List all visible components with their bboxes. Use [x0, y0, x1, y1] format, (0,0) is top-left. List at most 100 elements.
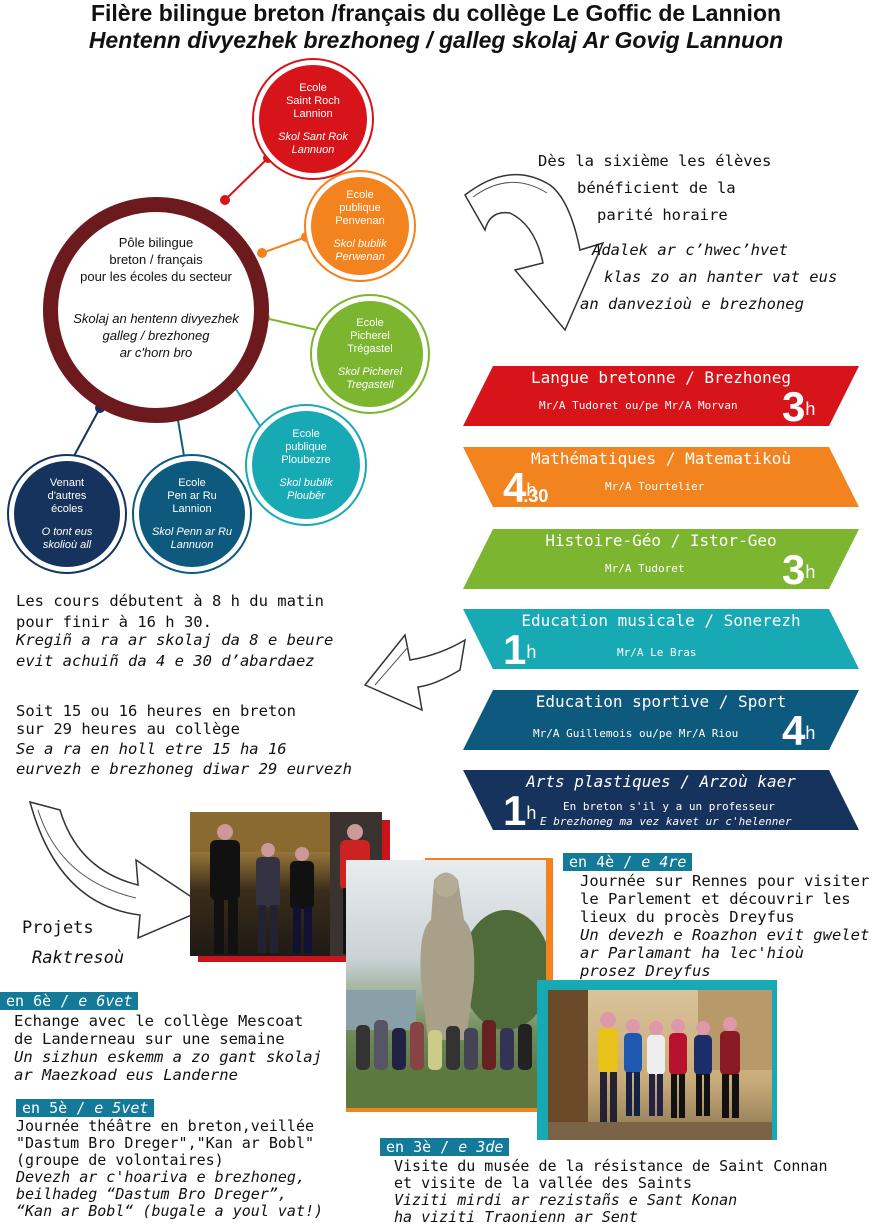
subject-teacher: En breton s'il y a un professeur: [563, 800, 775, 813]
parity-fr: Dès la sixième les élèves: [538, 152, 772, 170]
subject-title: Langue bretonne / Brezhoneg: [530, 368, 792, 387]
subject-hours: 1: [503, 626, 527, 673]
school-name-br: Lannuon: [291, 143, 335, 156]
level-line: le Parlement et découvrir les: [580, 890, 851, 908]
level-label-br: e 6vet: [78, 992, 133, 1010]
school-name: Pen ar Ru: [167, 489, 217, 502]
school-name: Ecole: [178, 476, 206, 489]
level-label-br: e 3de: [458, 1138, 504, 1156]
level-5e-text: Journée théâtre en breton,veillée "Dastu…: [16, 1118, 376, 1220]
pole-line: Pôle bilingue: [118, 235, 194, 250]
subject-title: Arts plastiques / Arzoù kaer: [526, 772, 796, 791]
school-name-br: Skol Penn ar Ru: [151, 525, 233, 538]
school-saint-roch: Ecole Saint Roch Lannion Skol Sant Rok L…: [252, 58, 374, 180]
school-name-br: Tregastell: [346, 378, 394, 391]
school-name-br: Perwenan: [335, 250, 385, 263]
level-label: en 6è / e 6vet: [0, 992, 139, 1010]
subject-teacher: Mr/A Tudoret: [605, 562, 685, 575]
projects-title: Projets: [22, 918, 94, 938]
level-4e-label: en 4è / e 4re: [563, 853, 693, 872]
level-line-br: Devezh ar c'hoariva e brezhoneg,: [16, 1168, 305, 1186]
subject-band-breton: Langue bretonne / Brezhoneg Mr/A Tudoret…: [463, 366, 859, 428]
subject-teacher: Mr/A Guillemois ou/pe Mr/A Riou: [533, 727, 739, 740]
subject-teacher: Mr/A Tudoret ou/pe Mr/A Morvan: [539, 399, 738, 412]
school-name: Saint Roch: [286, 94, 340, 107]
level-line: "Dastum Bro Dreger","Kan ar Bobl": [16, 1134, 315, 1152]
school-name: Ecole: [292, 427, 320, 440]
schedule-line: sur 29 heures au collège: [16, 720, 240, 738]
school-name-br: Lannuon: [170, 538, 214, 551]
school-name: Ploubezre: [281, 453, 331, 466]
school-pen-ar-ru: Ecole Pen ar Ru Lannion Skol Penn ar Ru …: [132, 454, 252, 574]
subject-teacher: Mr/A Le Bras: [617, 646, 697, 659]
parity-fr: bénéficient de la: [577, 179, 736, 197]
pole-line-br: Skolaj an hentenn divyezhek: [73, 311, 239, 326]
level-line: Echange avec le collège Mescoat: [14, 1012, 304, 1030]
schedule-line-br: Kregiñ a ra ar skolaj da 8 e beure: [16, 631, 334, 649]
level-line-br: prosez Dreyfus: [580, 962, 711, 980]
level-line: et visite de la vallée des Saints: [394, 1174, 693, 1192]
school-name: publique: [285, 440, 327, 453]
parity-fr: parité horaire: [597, 206, 728, 224]
level-line: Journée sur Rennes pour visiter: [580, 872, 870, 890]
school-name-br: Skol bublik: [333, 237, 387, 250]
level-3e-label: en 3è / e 3de: [380, 1138, 510, 1157]
schedule-line-br: Se a ra en holl etre 15 ha 16: [16, 740, 287, 758]
schedule-line: Soit 15 ou 16 heures en breton: [16, 702, 296, 720]
subject-hours: 1: [503, 787, 527, 834]
level-line: de Landerneau sur une semaine: [14, 1030, 285, 1048]
school-name-br: O tont eus: [41, 525, 93, 538]
school-name: écoles: [51, 502, 83, 515]
statue-group-photo: [346, 860, 546, 1108]
arrow-left-icon: [363, 633, 467, 712]
level-line-br: “Kan ar Bobl“ (bugale a youl vat!): [16, 1202, 324, 1220]
school-penvenan: Ecole publique Penvenan Skol bublik Perw…: [304, 170, 416, 282]
subject-band-musique: Education musicale / Sonerezh Mr/A Le Br…: [463, 609, 859, 671]
school-others: Venant d'autres écoles O tont eus skolio…: [7, 454, 127, 574]
subject-band-sport: Education sportive / Sport Mr/A Guillemo…: [463, 690, 859, 752]
level-line-br: beilhadeg “Dastum Bro Dreger”,: [16, 1185, 287, 1203]
level-line: lieux du procès Dreyfus: [580, 908, 795, 926]
pole-circle: Pôle bilingue breton / français pour les…: [43, 197, 269, 423]
choir-photo: [548, 990, 772, 1140]
projects-title-br: Raktresoù: [32, 948, 125, 968]
school-name-br: Skol Sant Rok: [278, 130, 348, 143]
subject-title: Mathématiques / Matematikoù: [530, 449, 792, 468]
pole-line: pour les écoles du secteur: [80, 269, 232, 284]
pole-line-br: galleg / brezhoneg: [102, 328, 210, 343]
level-line: Journée théâtre en breton,veillée: [16, 1117, 315, 1135]
level-line-br: Un devezh e Roazhon evit gwelet: [580, 926, 870, 944]
level-line: Visite du musée de la résistance de Sain…: [394, 1157, 828, 1175]
level-label-br: e 4re: [641, 853, 687, 871]
school-name-br: skolioù all: [42, 538, 92, 551]
school-name: d'autres: [47, 489, 87, 502]
level-label-fr: en 5è: [22, 1099, 68, 1117]
parity-br: an danvezioù e brezhoneg: [580, 295, 804, 313]
level-label: en 4è / e 4re: [563, 853, 693, 871]
subject-teacher: Mr/A Tourtelier: [605, 480, 705, 493]
level-6e-text: Echange avec le collège Mescoat de Lande…: [14, 1012, 354, 1084]
school-name-br: Skol Picherel: [337, 365, 403, 378]
school-name: Ecole: [299, 81, 327, 94]
subject-hours: 3: [782, 546, 806, 593]
page-title: Filère bilingue breton /français du coll…: [90, 0, 782, 26]
level-line-br: Un sizhun eskemm a zo gant skolaj: [14, 1048, 322, 1066]
arrow-down-right-icon: [28, 800, 210, 940]
hours-unit: h: [526, 803, 537, 823]
hours-total-text: Soit 15 ou 16 heures en breton sur 29 he…: [16, 702, 446, 778]
subject-hours: 3: [782, 383, 806, 430]
school-name: Lannion: [293, 107, 333, 120]
school-name: publique: [339, 201, 381, 214]
schedule-text: Les cours débutent à 8 h du matin pour f…: [16, 592, 446, 670]
school-name: Penvenan: [335, 214, 385, 227]
subject-title: Histoire-Géo / Istor-Geo: [545, 531, 777, 550]
subject-band-histoire: Histoire-Géo / Istor-Geo Mr/A Tudoret 3h: [463, 529, 859, 591]
level-label: en 3è / e 3de: [380, 1138, 510, 1156]
level-label-fr: en 4è: [569, 853, 615, 871]
school-name: Trégastel: [347, 342, 393, 355]
page-subtitle: Hentenn divyezhek brezhoneg / galleg sko…: [88, 27, 784, 53]
school-name: Ecole: [356, 316, 384, 329]
level-line: (groupe de volontaires): [16, 1151, 224, 1169]
schedule-line-br: eurvezh e brezhoneg diwar 29 eurvezh: [16, 760, 352, 778]
level-4e-text: Journée sur Rennes pour visiter le Parle…: [580, 872, 872, 980]
